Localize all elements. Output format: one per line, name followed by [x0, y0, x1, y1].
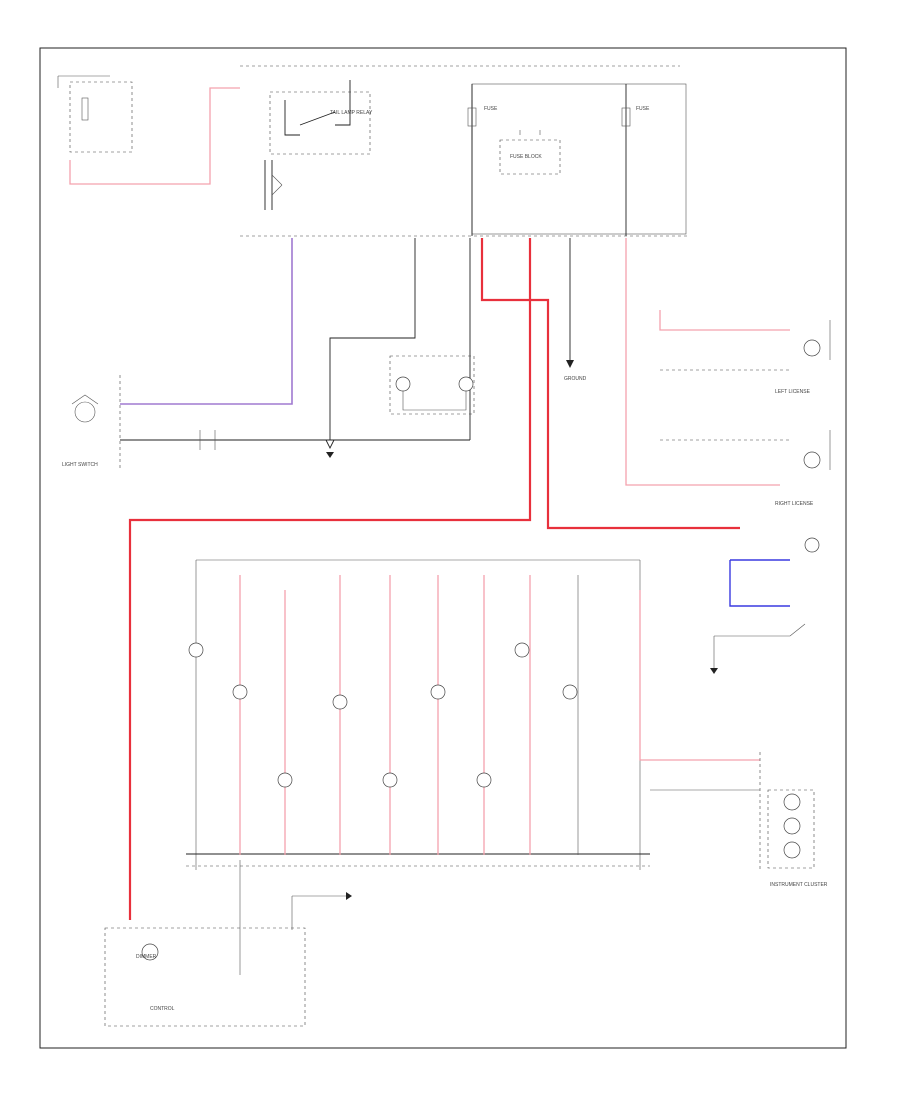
- ground-label: GROUND: [564, 376, 587, 382]
- light-switch: [71, 375, 470, 470]
- branch-bulbs: [188, 642, 578, 788]
- ground-arrow-1: [566, 360, 574, 368]
- black-wire-1: [329, 238, 416, 440]
- left-license-label: LEFT LICENSE: [775, 389, 811, 395]
- red-feed-right: [480, 238, 740, 530]
- tail-lamp-relay: [264, 80, 371, 210]
- blue-wire: [729, 559, 790, 607]
- right-license-label: RIGHT LICENSE: [775, 501, 814, 507]
- tail-lamp-relay-label: TAIL LAMP RELAY: [330, 110, 373, 116]
- control-label: CONTROL: [150, 1006, 175, 1012]
- fuse-block-label: FUSE BLOCK: [510, 154, 542, 160]
- top-left-component: [57, 75, 240, 185]
- purple-wire: [120, 238, 293, 405]
- fuse-a-label: FUSE: [484, 106, 498, 112]
- right-switch: [710, 623, 806, 674]
- dimmer-label: DIMMER: [136, 954, 157, 960]
- light-switch-label: LIGHT SWITCH: [62, 462, 98, 468]
- red-feed-left: [128, 238, 532, 920]
- instrument-cluster: [650, 752, 815, 870]
- instrument-cluster-label: INSTRUMENT CLUSTER: [770, 882, 828, 888]
- license-lamps: [625, 238, 831, 553]
- dimmer-control: [104, 860, 352, 1027]
- fuse-b-label: FUSE: [636, 106, 650, 112]
- fuse-block: [467, 83, 687, 236]
- center-bulbs: [389, 355, 475, 415]
- diagram-border: [39, 47, 847, 1049]
- branch-wires: [239, 575, 760, 855]
